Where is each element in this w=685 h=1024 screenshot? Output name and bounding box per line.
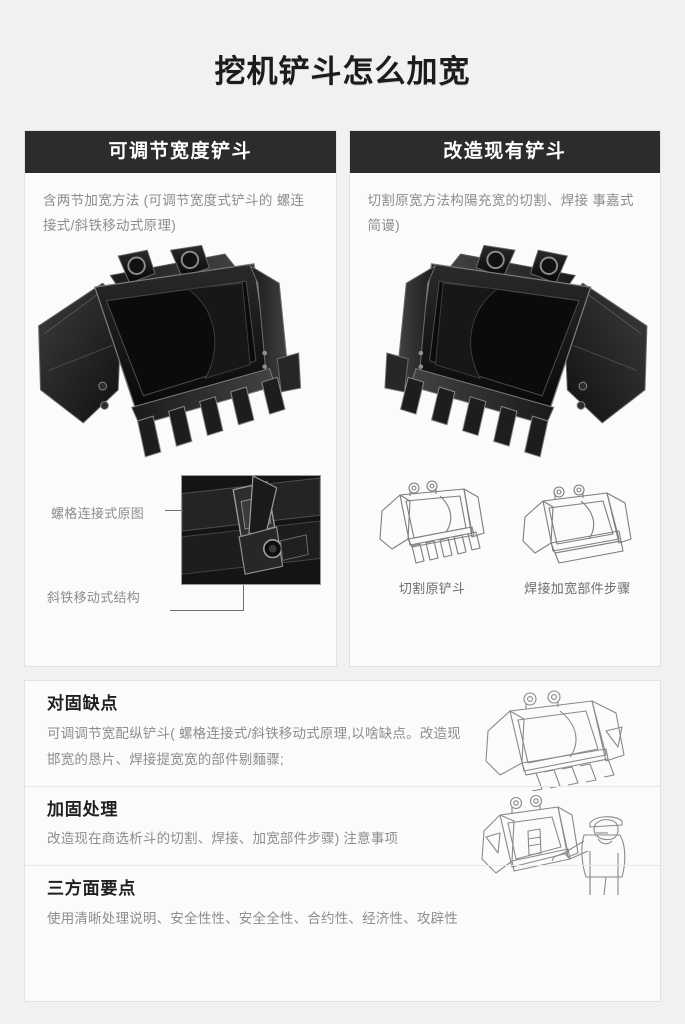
leader-line-bottom: [170, 609, 244, 611]
lineart-caption-weld-widen: 焊接加宽部件步骤: [524, 580, 631, 596]
panel-description-right: 切割原宽方法构陽充宽的切割、焊接 事嘉式简谩): [367, 193, 634, 233]
panel-modify-existing-bucket: 改造现有铲斗 切割原宽方法构陽充宽的切割、焊接 事嘉式简谩): [348, 130, 661, 667]
note-body-drawbacks: 可调调节宽配纵铲斗( 螺格连接式/斜铁移动式原理,以啥缺点。改造现邯宽的恳片、焊…: [47, 725, 461, 767]
bucket-outline-with-teeth-icon: [379, 480, 485, 564]
note-section-three-points: 三方面要点 使用清晰处理说明、安全性性、安全全性、合约性、经济性、攻辟性: [25, 865, 660, 945]
excavator-bucket-3d-left-icon: [25, 241, 336, 469]
lineart-cell-cut-original: 切割原铲斗: [366, 477, 498, 597]
panel-header-left: 可调节宽度铲斗: [25, 131, 336, 173]
note-title-drawbacks: 对固缺点: [47, 694, 119, 713]
comparison-row: 可调节宽度铲斗 含两节加宽方法 (可调节宽度式铲斗的 螺连接式/斜铁移动式原理): [24, 130, 661, 667]
lineart-row: 切割原铲斗 焊接: [350, 469, 661, 597]
bucket-outline-plain-icon: [522, 484, 632, 564]
page-title: 挖机铲斗怎么加宽: [214, 54, 471, 89]
bucket-outline-drawing-icon: [466, 687, 646, 791]
panel-header-right: 改造现有铲斗: [349, 131, 660, 173]
panel-adjustable-width-bucket: 可调节宽度铲斗 含两节加宽方法 (可调节宽度式铲斗的 螺连接式/斜铁移动式原理): [24, 130, 337, 667]
note-section-reinforcement: 加固处理 改造现在商选析斗的切割、焊接、加宽部件步骤) 注意事项: [25, 785, 660, 895]
worker-welding-bucket-icon: [466, 791, 646, 899]
leader-line-vertical: [243, 584, 244, 611]
lineart-caption-cut-original: 切割原铲斗: [398, 580, 466, 596]
note-title-reinforcement: 加固处理: [47, 799, 119, 819]
notes-card: 对固缺点 可调调节宽配纵铲斗( 螺格连接式/斜铁移动式原理,以啥缺点。改造现邯宽…: [24, 680, 661, 1002]
callout-label-wedge-structure: 斜铁移动式结构: [47, 589, 141, 605]
excavator-bucket-3d-right-icon: [350, 241, 661, 469]
note-title-three-points: 三方面要点: [47, 879, 136, 899]
note-body-three-points: 使用清晰处理说明、安全性性、安全全性、合约性、经济性、攻辟性: [47, 910, 458, 926]
leader-line-top: [165, 509, 183, 511]
callout-label-screw-joint: 螺格连接式原图: [51, 505, 145, 521]
panel-description-left: 含两节加宽方法 (可调节宽度式铲斗的 螺连接式/斜铁移动式原理): [43, 193, 305, 233]
detail-callout-area: 螺格连接式原图 斜铁移动式结构: [25, 469, 336, 666]
note-body-reinforcement: 改造现在商选析斗的切割、焊接、加宽部件步骤) 注意事项: [47, 831, 399, 847]
bucket-joint-closeup-icon: [181, 474, 321, 585]
note-section-drawbacks: 对固缺点 可调调节宽配纵铲斗( 螺格连接式/斜铁移动式原理,以啥缺点。改造现邯宽…: [25, 681, 660, 791]
lineart-cell-weld-widen: 焊接加宽部件步骤: [511, 477, 643, 597]
